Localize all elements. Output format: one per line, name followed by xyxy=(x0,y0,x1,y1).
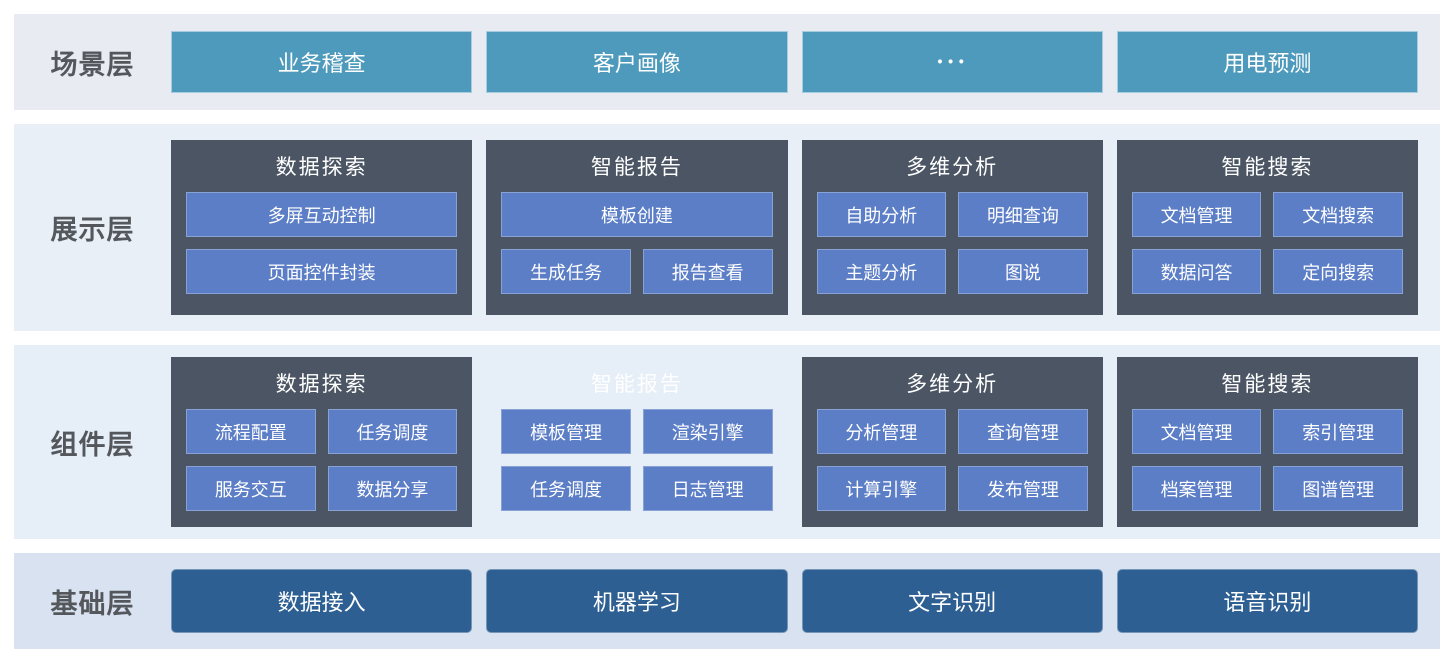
scenario-box-power-forecast: 用电预测 xyxy=(1116,31,1418,93)
component-layer-label: 组件层 xyxy=(50,429,135,461)
scenario-box-ellipsis: ··· xyxy=(936,49,969,75)
scenario-layer-band: 场景层 业务稽查 客户画像 ··· 用电预测 xyxy=(14,14,1440,110)
base-box-data-ingestion: 数据接入 xyxy=(171,569,473,633)
component-group-smart-report: 智能报告 模板管理 渲染引擎 任务调度 日志管理 xyxy=(486,357,787,527)
presentation-group-multidim-analysis: 多维分析 自助分析 明细查询 主题分析 图说 xyxy=(801,140,1103,315)
sub-box-query-management: 查询管理 xyxy=(958,409,1088,454)
sub-box-doc-management: 文档管理 xyxy=(1131,192,1262,237)
scenario-layer-content: 业务稽查 客户画像 ··· 用电预测 xyxy=(171,14,1418,110)
sub-box-multiscreen-control: 多屏互动控制 xyxy=(186,192,458,237)
subgrid: 流程配置 任务调度 服务交互 数据分享 xyxy=(186,409,458,511)
base-box-machine-learning: 机器学习 xyxy=(486,569,788,633)
presentation-layer-content: 数据探索 多屏互动控制 页面控件封装 智能报告 模板创建 生成任务 报告查看 多… xyxy=(171,124,1418,331)
sub-box-flow-config: 流程配置 xyxy=(186,409,316,454)
sub-box-task-scheduling: 任务调度 xyxy=(327,409,458,454)
sub-box-task-scheduling: 任务调度 xyxy=(501,466,631,511)
subgrid: 自助分析 明细查询 主题分析 图说 xyxy=(816,192,1088,294)
sub-box-analysis-management: 分析管理 xyxy=(816,409,947,454)
sub-box-topic-analysis: 主题分析 xyxy=(816,249,947,294)
subgrid: 模板管理 渲染引擎 任务调度 日志管理 xyxy=(501,409,773,511)
sub-box-data-qa: 数据问答 xyxy=(1131,249,1262,294)
sub-box-doc-management: 文档管理 xyxy=(1131,409,1262,454)
sub-box-index-management: 索引管理 xyxy=(1273,409,1403,454)
group-title: 数据探索 xyxy=(275,155,368,179)
presentation-group-data-exploration: 数据探索 多屏互动控制 页面控件封装 xyxy=(171,140,473,315)
sub-box-graph-management: 图谱管理 xyxy=(1273,466,1403,511)
presentation-group-smart-report: 智能报告 模板创建 生成任务 报告查看 xyxy=(486,140,788,315)
group-title: 智能搜索 xyxy=(1221,155,1314,179)
subgrid: 多屏互动控制 页面控件封装 xyxy=(186,192,458,294)
component-group-multidim-analysis: 多维分析 分析管理 查询管理 计算引擎 发布管理 xyxy=(801,357,1103,527)
sub-box-doc-search: 文档搜索 xyxy=(1273,192,1403,237)
group-title: 智能搜索 xyxy=(1221,372,1314,396)
component-layer-content: 数据探索 流程配置 任务调度 服务交互 数据分享 智能报告 模板管理 渲染引擎 … xyxy=(171,345,1418,539)
subgrid: 分析管理 查询管理 计算引擎 发布管理 xyxy=(816,409,1088,511)
subgrid: 文档管理 索引管理 档案管理 图谱管理 xyxy=(1131,409,1403,511)
base-box-ocr: 文字识别 xyxy=(801,569,1103,633)
presentation-layer-label: 展示层 xyxy=(50,215,135,246)
scenario-box-customer-profile: 客户画像 xyxy=(486,31,788,93)
sub-box-detail-query: 明细查询 xyxy=(958,192,1088,237)
sub-box-template-management: 模板管理 xyxy=(501,409,631,454)
subgrid: 模板创建 生成任务 报告查看 xyxy=(501,192,773,294)
group-title: 数据探索 xyxy=(275,372,368,396)
sub-box-publish-management: 发布管理 xyxy=(958,466,1088,511)
base-layer-content: 数据接入 机器学习 文字识别 语音识别 xyxy=(171,553,1418,649)
group-title: 多维分析 xyxy=(906,372,999,396)
presentation-group-smart-search: 智能搜索 文档管理 文档搜索 数据问答 定向搜索 xyxy=(1116,140,1418,315)
sub-box-generate-task: 生成任务 xyxy=(501,249,631,294)
scenario-layer-label: 场景层 xyxy=(50,49,135,81)
sub-box-render-engine: 渲染引擎 xyxy=(642,409,773,454)
sub-box-service-interaction: 服务交互 xyxy=(186,466,316,511)
scenario-box-business-audit: 业务稽查 xyxy=(171,31,473,93)
base-layer-band: 基础层 数据接入 机器学习 文字识别 语音识别 xyxy=(14,553,1440,649)
sub-box-data-sharing: 数据分享 xyxy=(327,466,458,511)
sub-box-page-widget-packaging: 页面控件封装 xyxy=(186,249,458,294)
sub-box-compute-engine: 计算引擎 xyxy=(816,466,947,511)
sub-box-targeted-search: 定向搜索 xyxy=(1273,249,1403,294)
sub-box-archive-management: 档案管理 xyxy=(1131,466,1262,511)
group-title: 智能报告 xyxy=(590,372,683,396)
sub-box-chart-story: 图说 xyxy=(958,249,1088,294)
sub-box-template-create: 模板创建 xyxy=(501,192,773,237)
group-title: 智能报告 xyxy=(590,155,683,179)
component-group-smart-search: 智能搜索 文档管理 索引管理 档案管理 图谱管理 xyxy=(1116,357,1418,527)
subgrid: 文档管理 文档搜索 数据问答 定向搜索 xyxy=(1131,192,1403,294)
presentation-layer-band: 展示层 数据探索 多屏互动控制 页面控件封装 智能报告 模板创建 生成任务 报告… xyxy=(14,124,1440,331)
sub-box-report-view: 报告查看 xyxy=(642,249,773,294)
component-group-data-exploration: 数据探索 流程配置 任务调度 服务交互 数据分享 xyxy=(171,357,473,527)
base-box-speech-recognition: 语音识别 xyxy=(1116,569,1418,633)
group-title: 多维分析 xyxy=(906,155,999,179)
sub-box-self-analysis: 自助分析 xyxy=(816,192,947,237)
sub-box-log-management: 日志管理 xyxy=(642,466,773,511)
base-layer-label: 基础层 xyxy=(50,588,135,620)
component-layer-band: 组件层 数据探索 流程配置 任务调度 服务交互 数据分享 智能报告 模板管理 渲… xyxy=(14,345,1440,539)
